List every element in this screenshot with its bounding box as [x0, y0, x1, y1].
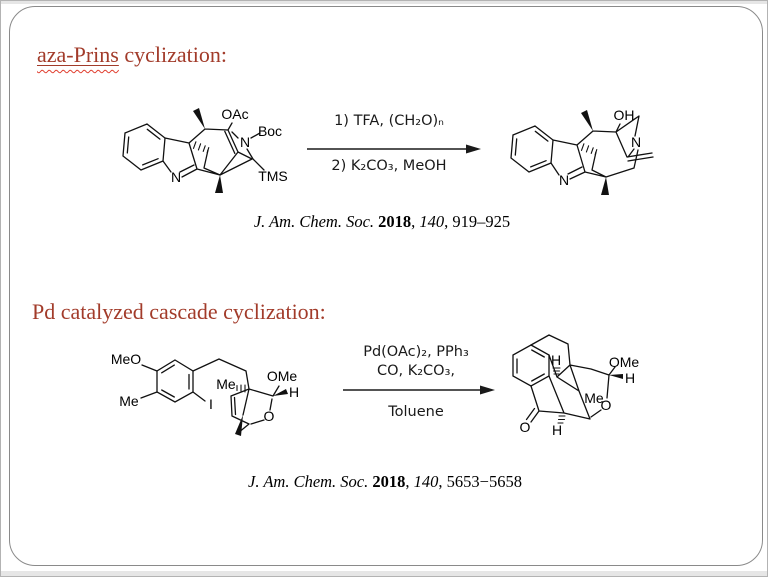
citation-pages: , 5653−5658 [438, 472, 522, 491]
atom-label-ome: OMe [609, 354, 640, 370]
conditions-reagents: CO, K₂CO₃, [376, 363, 456, 379]
citation-1: J. Am. Chem. Soc. 2018, 140, 919–925 [182, 212, 582, 232]
atom-label-iodo: I [209, 396, 213, 412]
atom-label-n-indole: N [171, 169, 181, 185]
atom-label-meo: MeO [111, 351, 141, 367]
atom-label-o-ketone: O [520, 419, 531, 435]
slide-top-margin [1, 1, 767, 4]
citation-volume: 140 [419, 212, 445, 231]
bond-lines [122, 108, 265, 193]
atom-label-n-amine: N [631, 134, 641, 150]
citation-2: J. Am. Chem. Soc. 2018, 140, 5653−5658 [185, 472, 585, 492]
citation-volume: 140 [413, 472, 439, 491]
slide-frame [9, 6, 763, 566]
arrowhead-icon [480, 385, 495, 395]
wedge-methyl-icon [601, 177, 609, 195]
bold-bridge-wedge-icon [235, 415, 243, 436]
citation-year: 2018 [378, 212, 412, 231]
wedge-methyl-icon [215, 175, 223, 193]
atom-label-n-amine: N [240, 134, 250, 150]
wedge-methyl-icon [581, 110, 593, 131]
arrowhead-icon [466, 144, 481, 154]
atom-label-me-aryl: Me [119, 393, 139, 409]
bond-lines [510, 110, 654, 195]
wedge-h-icon [273, 389, 288, 396]
title-underlined-text: aza-Prins [37, 42, 119, 67]
atom-label-h-top: H [551, 352, 561, 368]
conditions-step1: 1) TFA, (CH₂O)ₙ [334, 113, 444, 129]
citation-journal: J. Am. Chem. Soc. [253, 212, 379, 231]
product-structure-cascade: H OMe H Me O H O [512, 334, 640, 438]
atom-label-oac: OAc [221, 106, 248, 122]
reaction-arrow [343, 385, 495, 395]
citation-pages: , 919–925 [444, 212, 511, 231]
atom-label-o-ring: O [601, 397, 612, 413]
reaction-arrow [307, 144, 481, 154]
conditions-catalyst: Pd(OAc)₂, PPh₃ [363, 344, 469, 360]
atom-label-h: H [289, 384, 299, 400]
citation-separator: , [405, 472, 414, 491]
slide-bottom-margin [1, 571, 767, 576]
product-structure-aza-prins: OH N N [510, 107, 654, 195]
conditions-step2: 2) K₂CO₃, MeOH [331, 158, 447, 174]
atom-label-o: O [264, 408, 275, 424]
atom-label-me: Me [584, 390, 604, 406]
atom-label-me-bridge: Me [216, 376, 236, 392]
atom-label-ome: OMe [267, 368, 298, 384]
atom-label-n-indole: N [559, 172, 569, 188]
atom-label-tms: TMS [258, 168, 288, 184]
bond-lines [140, 358, 288, 436]
wedge-h-icon [609, 374, 623, 379]
atom-label-h-bottom: H [552, 422, 562, 438]
atom-label-h-right: H [625, 370, 635, 386]
section-title-aza-prins: aza-Prins cyclization: [37, 42, 227, 68]
citation-journal: J. Am. Chem. Soc. [248, 472, 373, 491]
section-title-pd-cascade: Pd catalyzed cascade cyclization: [32, 299, 326, 324]
atom-label-boc: Boc [258, 123, 282, 139]
conditions-solvent: Toluene [388, 404, 444, 420]
citation-year: 2018 [372, 472, 406, 491]
atom-label-oh: OH [614, 107, 635, 123]
citation-separator: , [411, 212, 420, 231]
reactant-structure-indole-tms: OAc Boc N TMS N [122, 106, 288, 193]
title-rest-text: cyclization: [118, 42, 227, 67]
bond-lines [512, 334, 623, 424]
wedge-methyl-icon [193, 108, 205, 129]
reactant-structure-aryl-iodide: MeO Me I Me OMe H O [111, 351, 299, 436]
